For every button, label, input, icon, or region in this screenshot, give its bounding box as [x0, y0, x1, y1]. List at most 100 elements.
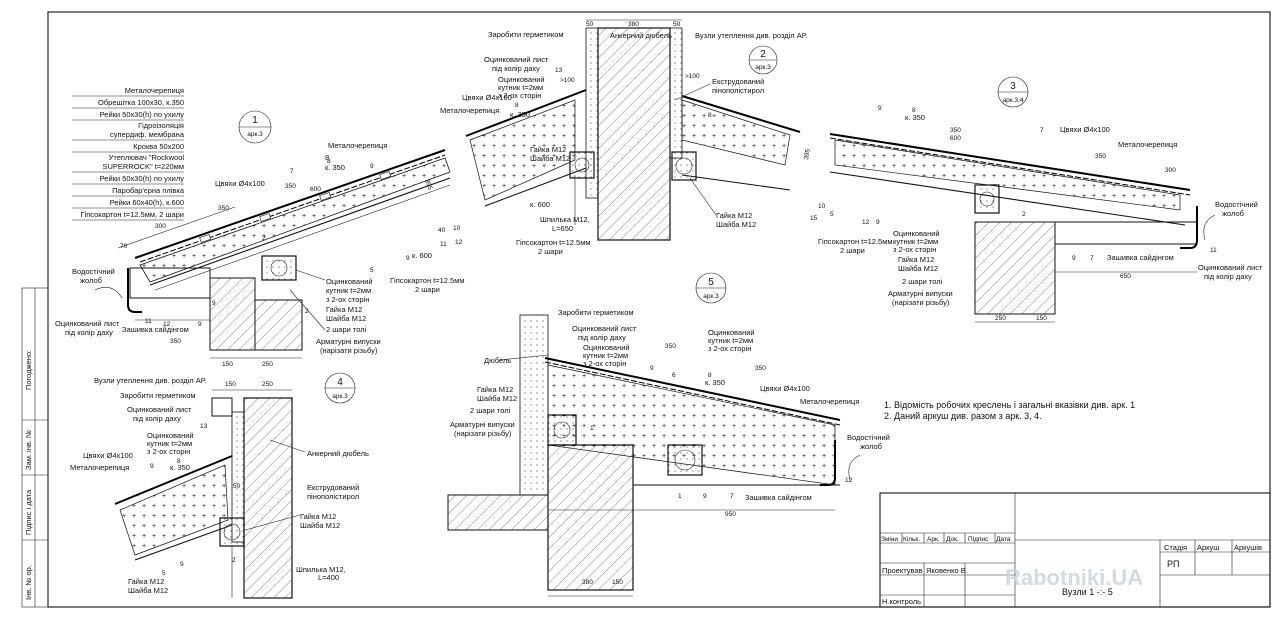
dim: 8 — [325, 153, 329, 162]
label-gutter: жолоб — [860, 442, 882, 451]
stamp-sign-date: Підпис і дата — [24, 489, 33, 535]
label-angle: кутник t=2мм — [893, 237, 938, 246]
label-anchor: Анкерний дюбель — [307, 449, 369, 458]
note-2: 2. Даний аркуш див. разом з арк. 3, 4. — [884, 411, 1042, 421]
note-1: 1. Відомість робочих креслень і загальні… — [884, 400, 1135, 410]
label-angle: з 2-ох сторін — [893, 245, 936, 254]
label-gutter: жолоб — [1222, 209, 1244, 218]
dim: 7 — [730, 493, 734, 500]
legend-line: Рейки 50х30(h) по ухилу — [100, 174, 185, 183]
dim: 7 — [1040, 127, 1044, 134]
legend-line: Обрешітка 100х30, к.350 — [98, 98, 184, 107]
label-angle: Оцинкований — [326, 277, 373, 286]
dim: 70 — [120, 243, 128, 250]
dim: 150 — [1036, 315, 1047, 322]
tb-sheets-label: Аркушів — [1234, 543, 1262, 552]
dim: 8 — [177, 458, 181, 465]
legend-line: Гіпсокартон t=12.5мм, 2 шари — [80, 210, 184, 219]
label-angle: кутник t=2мм — [326, 286, 371, 295]
dim: 350 — [950, 127, 961, 134]
tb-stage-label: Стадія — [1164, 543, 1187, 552]
dim: 350 — [285, 183, 296, 190]
dim: 2 — [305, 308, 309, 315]
label-angle: з 2-ох сторін — [708, 344, 751, 353]
legend-line: SUPERROCK" t=220мм — [102, 162, 184, 171]
dim: 50 — [673, 21, 681, 28]
dim: 40 — [438, 227, 446, 234]
label-nut: Гайка М12 — [716, 211, 752, 220]
dim: 350 — [755, 365, 766, 372]
label-angle: з 2-ох сторін — [583, 359, 626, 368]
dim: 13 — [555, 67, 563, 74]
label-nails: Цвяхи Ø4х100 — [215, 179, 265, 188]
label-anchor: Анкерний дюбель — [610, 31, 672, 40]
label-washer: Шайба М12 — [326, 314, 366, 323]
label-rebar: Арматурні випуски — [888, 289, 953, 298]
label-nut: Гайка М12 — [477, 385, 513, 394]
label-metal-tile: Металочерепиця — [800, 397, 859, 406]
label-galv-sheet: під колір даху — [133, 414, 181, 423]
dim: 250 — [262, 381, 273, 388]
label-sealant: Заробити герметиком — [488, 30, 564, 39]
label-nails: Цвяхи Ø4х100 — [462, 93, 512, 102]
label-angle: з 2-ох сторін — [498, 91, 541, 100]
dim: 12 — [862, 219, 870, 226]
label-nut: Гайка М12 — [326, 305, 362, 314]
legend-line: Утеплювач "Rockwool — [109, 153, 185, 162]
dim: 5 — [162, 570, 166, 577]
dim: 11 — [440, 241, 447, 248]
dim: 11 — [145, 318, 152, 325]
dim: 150 — [225, 381, 236, 388]
dim: 380 — [628, 21, 639, 28]
label-gutter: Водостічний — [1215, 200, 1258, 209]
dim: 50 — [233, 483, 241, 490]
label-nut: Гайка М12 — [128, 577, 164, 586]
label-galv-sheet: під колір даху — [492, 64, 540, 73]
label-rebar: (нарізати різьбу) — [892, 298, 950, 307]
dim: 13 — [200, 423, 208, 430]
label-angle: кутник t=2мм — [498, 83, 543, 92]
dim: 11 — [1210, 247, 1217, 254]
node-number: 4 — [337, 377, 343, 388]
label-angle: кутник t=2мм — [583, 351, 628, 360]
label-xps: пінополістирол — [712, 86, 764, 95]
dim: >100 — [560, 77, 575, 84]
legend-line: Рейки 50х30(h) по ухилу — [100, 110, 185, 119]
label-galv-sheet: Оцинкований лист — [127, 405, 192, 414]
tb-designed-label: Проектував — [882, 566, 923, 575]
dim: 9 — [212, 300, 216, 307]
layers-legend: Металочерепиця Обрешітка 100х30, к.350 Р… — [72, 86, 185, 221]
label-galv-sheet: Оцинкований лист — [572, 324, 637, 333]
label-nut: Гайка М12 — [530, 145, 566, 154]
label-roofing-felt: 2 шари толі — [326, 325, 367, 334]
label-drywall: Гіпсокартон t=12.5мм — [516, 238, 591, 247]
tb-header: Док. — [946, 536, 959, 543]
label-siding: Зашивка сайдінгом — [122, 325, 189, 334]
label-galv-sheet: Оцинкований лист — [1198, 263, 1263, 272]
label-rebar: (нарізати різьбу) — [320, 346, 378, 355]
node-number: 2 — [760, 49, 766, 60]
label-spacing: к. 350 — [325, 163, 345, 172]
label-angle: кутник t=2мм — [708, 336, 753, 345]
label-washer: Шайба М12 — [530, 154, 570, 163]
label-spacing: к. 350 — [170, 463, 190, 472]
label-roofing-felt: 2 шари толі — [902, 277, 943, 286]
label-metal-tile: Металочерепиця — [440, 106, 499, 115]
label-gutter: жолоб — [80, 276, 102, 285]
node-ref: арк.3 — [703, 293, 719, 300]
dim: 9 — [1072, 255, 1076, 262]
label-galv-sheet: Оцинкований лист — [55, 319, 120, 328]
legend-line: Паробар'єрна плівка — [112, 186, 185, 195]
dim: 350 — [218, 205, 229, 212]
dim: 150 — [612, 579, 623, 586]
tb-header: Зміни — [881, 535, 898, 543]
tb-control-label: Н.контроль — [882, 597, 921, 606]
tb-stage: РП — [1167, 559, 1179, 569]
node-number: 1 — [252, 115, 258, 126]
label-roofing-felt: 2 шари толі — [470, 406, 511, 415]
stamp-inv-orig: Інв. № ор. — [24, 565, 33, 600]
title-block: Зміни Кільк. Арк. Док. Підпис Дата Проек… — [879, 492, 1271, 608]
tb-header: Арк. — [927, 536, 940, 543]
tb-sheet-title: Вузли 1 -:- 5 — [1062, 587, 1113, 597]
label-drywall: 2 шари — [415, 285, 440, 294]
